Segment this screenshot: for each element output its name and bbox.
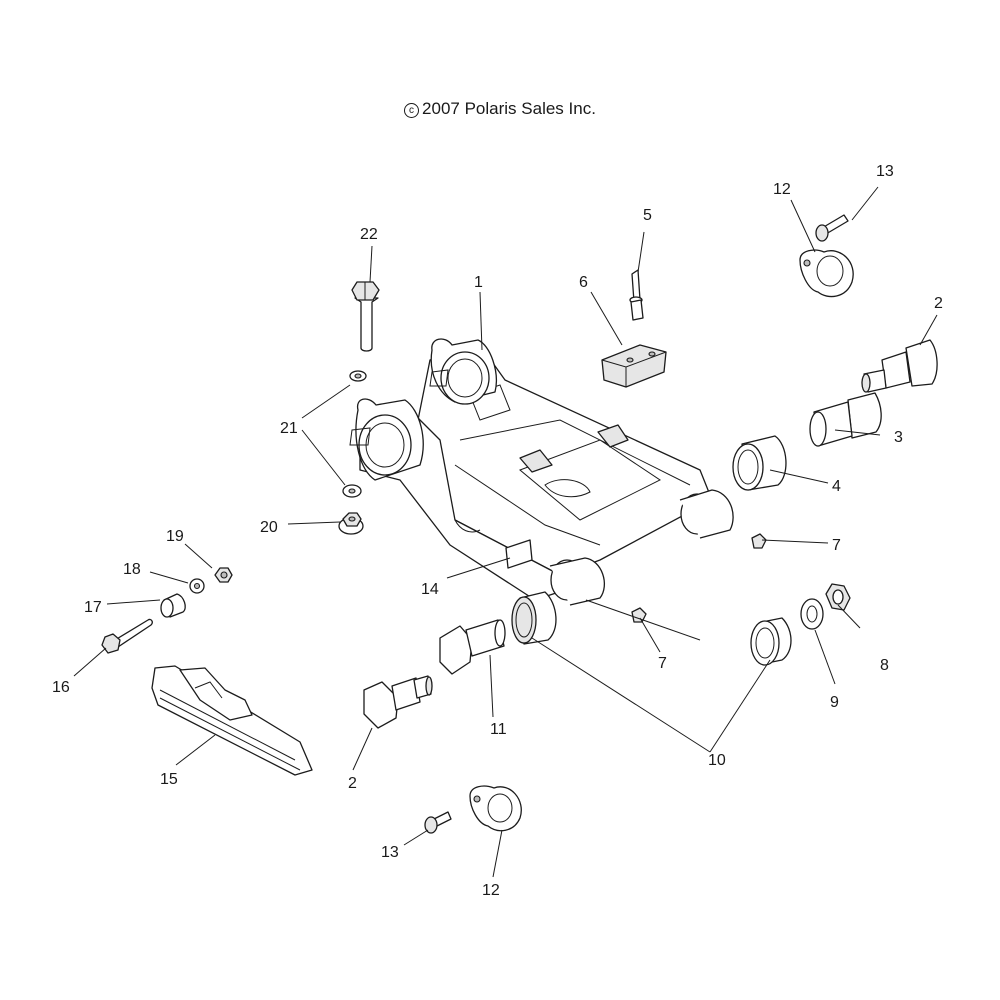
leader-lines	[73, 186, 938, 878]
callout-11: 11	[490, 721, 507, 738]
callout-8: 8	[880, 657, 889, 674]
callout-22: 22	[360, 226, 378, 243]
callout-12-bottom: 12	[482, 882, 500, 899]
pivot-shaft-2-left	[363, 675, 433, 729]
rivet-5	[629, 269, 644, 321]
spacer-17	[160, 593, 186, 618]
slide-rail-15	[151, 665, 313, 776]
callout-21: 21	[280, 420, 298, 437]
retainer-plate-12-top	[799, 249, 854, 298]
shaft-3	[809, 392, 882, 447]
callout-10: 10	[708, 752, 726, 769]
callout-4: 4	[832, 478, 841, 495]
callout-3: 3	[894, 429, 903, 446]
bushing-10-center	[511, 591, 557, 645]
washer-9	[800, 598, 824, 630]
plate-6	[601, 344, 667, 388]
callout-7-lower: 7	[658, 655, 667, 672]
callout-13-top: 13	[876, 163, 894, 180]
bushing-10-right	[750, 617, 792, 666]
washer-18	[189, 578, 205, 594]
washers-21	[342, 370, 367, 498]
callout-6: 6	[579, 274, 588, 291]
callout-labels: 1 2 2 3 4 5 6 7 7 8 9 10 11 12 12 13 13 …	[52, 163, 943, 899]
callout-16: 16	[52, 679, 70, 696]
pivot-bolt-22	[351, 281, 380, 352]
grease-fitting-7-lower	[631, 607, 647, 623]
nut-19	[214, 567, 233, 583]
bolt-16	[101, 618, 153, 654]
screw-13-top	[815, 214, 849, 242]
callout-18: 18	[123, 561, 141, 578]
copyright-text: 2007 Polaris Sales Inc.	[422, 99, 596, 118]
callout-2-right: 2	[934, 295, 943, 312]
callout-5: 5	[643, 207, 652, 224]
callout-13-bottom: 13	[381, 844, 399, 861]
bushing-4	[732, 435, 787, 491]
grease-fitting-7-upper	[751, 533, 767, 549]
pivot-shaft-2-right	[861, 339, 938, 393]
callout-1: 1	[474, 274, 483, 291]
flange-nut-20	[338, 512, 364, 535]
callout-7-upper: 7	[832, 537, 841, 554]
callout-9: 9	[830, 694, 839, 711]
callout-2-left: 2	[348, 775, 357, 792]
callout-17: 17	[84, 599, 102, 616]
copyright-symbol: c	[404, 103, 420, 118]
callout-12-top: 12	[773, 181, 791, 198]
swing-arm-frame	[349, 338, 734, 606]
nut-8	[825, 583, 851, 611]
screw-13-bottom	[424, 811, 452, 834]
shaft-11	[439, 619, 506, 675]
callout-19: 19	[166, 528, 184, 545]
callout-15: 15	[160, 771, 178, 788]
callout-20: 20	[260, 519, 278, 536]
retainer-plate-12-bottom	[469, 785, 522, 832]
callout-14: 14	[421, 581, 439, 598]
